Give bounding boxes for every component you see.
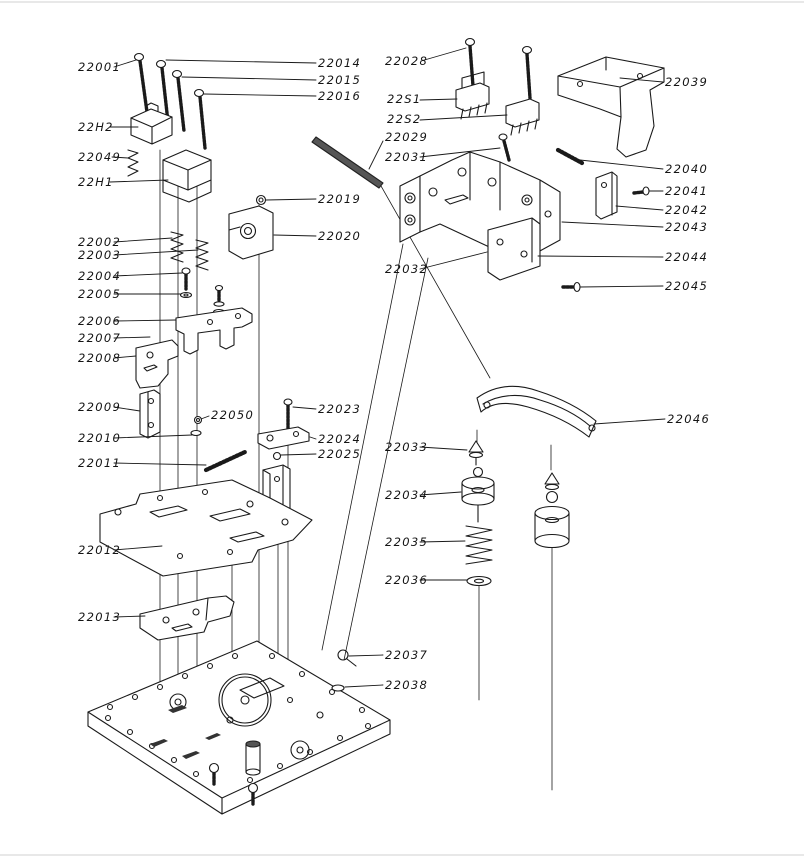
bracket-22013 [139,595,235,641]
spring-22002 [170,231,184,263]
washer-22005 [179,291,193,299]
head-22H1 [162,149,212,203]
bracket-22020 [228,205,274,260]
part-label-22012: 22012 [78,543,122,557]
plate-22012 [99,479,313,577]
part-label-22034: 22034 [385,488,429,502]
cover-22039 [557,56,665,158]
clip-22037 [337,649,357,667]
screw-22045 [561,281,581,293]
part-label-22046: 22046 [667,412,711,426]
bracket-22009 [139,389,161,439]
part-label-22036: 22036 [385,573,429,587]
spring-22040 [555,147,585,166]
part-label-22008: 22008 [78,351,122,365]
part-label-22003: 22003 [78,248,122,262]
switch-22S1 [455,71,490,120]
part-label-22016: 22016 [318,89,362,103]
part-label-22001: 22001 [78,60,122,74]
rod-22029 [311,136,384,189]
screw-22031 [498,133,511,162]
part-label-22024: 22024 [318,432,362,446]
part-label-22009: 22009 [78,400,122,414]
part-label-22004: 22004 [78,269,122,283]
part-label-22002: 22002 [78,235,122,249]
part-label-22023: 22023 [318,402,362,416]
nut-22019 [255,194,267,206]
part-label-22006: 22006 [78,314,122,328]
leader-lines [109,47,666,688]
part-label-22038: 22038 [385,678,429,692]
plate-22032 [487,217,541,281]
part-label-22033: 22033 [385,440,429,454]
spring-22003 [195,239,209,271]
roller-right-stack [534,472,570,549]
screw-22023 [283,398,293,430]
washer-22010 [190,429,202,437]
washer-22036 [466,575,492,587]
part-label-22035: 22035 [385,535,429,549]
part-label-22015: 22015 [318,73,362,87]
spring-22049 [127,149,139,177]
part-label-22049: 22049 [78,150,122,164]
screws-22028 [464,37,533,100]
screw-washers-small [212,284,226,316]
bracket-22006 [175,307,253,355]
part-label-22043: 22043 [665,220,709,234]
bracket-22008 [135,339,179,389]
arm-22046 [476,385,597,438]
screw-22004 [181,267,191,291]
part-label-22S2: 22S2 [387,112,422,126]
roller-22034 [461,466,495,523]
part-label-22H2: 22H2 [78,120,114,134]
switch-22S2 [505,98,540,136]
ring-22050 [193,415,203,425]
part-label-22045: 22045 [665,279,709,293]
part-label-22011: 22011 [78,456,122,470]
part-label-22013: 22013 [78,610,122,624]
washer-22038 [331,684,345,692]
part-label-22042: 22042 [665,203,709,217]
part-label-22029: 22029 [385,130,429,144]
spring-22011 [203,449,248,473]
bracket-22024 [257,426,310,450]
spring-22035 [465,525,493,565]
part-label-22032: 22032 [385,262,429,276]
part-label-22044: 22044 [665,250,709,264]
part-label-22020: 22020 [318,229,362,243]
part-label-22041: 22041 [665,184,709,198]
base-plate [87,640,391,815]
part-label-22007: 22007 [78,331,122,345]
part-label-22028: 22028 [385,54,429,68]
part-label-22014: 22014 [318,56,362,70]
screws-top-left [133,52,207,150]
screw-22041 [632,186,650,196]
part-label-22050: 22050 [211,408,255,422]
cap-22033 [468,440,484,466]
ring-22025 [272,451,282,461]
part-label-22005: 22005 [78,287,122,301]
head-22H2 [130,102,173,145]
part-label-22019: 22019 [318,192,362,206]
part-label-22S1: 22S1 [387,92,422,106]
part-label-22039: 22039 [665,75,709,89]
part-label-22037: 22037 [385,648,429,662]
strip-22042 [595,171,618,220]
part-label-22025: 22025 [318,447,362,461]
part-label-22H1: 22H1 [78,175,114,189]
part-label-22010: 22010 [78,431,122,445]
part-label-22031: 22031 [385,150,429,164]
part-label-22040: 22040 [665,162,709,176]
